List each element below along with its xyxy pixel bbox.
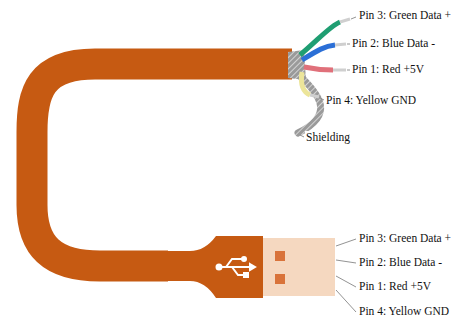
leader-line — [336, 290, 356, 312]
wire-tip — [333, 69, 346, 72]
pin-label: Pin 1: Red +5V — [358, 280, 432, 293]
plug-shell — [263, 238, 335, 296]
shell-window — [275, 251, 285, 261]
pin-label: Pin 4: Yellow GND — [358, 305, 450, 318]
pin-label: Pin 3: Green Data + — [358, 9, 452, 22]
pin-label: Pin 3: Green Data + — [358, 232, 452, 245]
leader-line — [336, 239, 356, 246]
leader-line — [336, 260, 356, 263]
shell-window — [275, 274, 285, 284]
leader-line — [347, 44, 350, 45]
shielding-label: Shielding — [305, 131, 351, 144]
pin-label: Pin 4: Yellow GND — [325, 94, 417, 107]
leader-line — [347, 70, 350, 71]
pin-label: Pin 2: Blue Data - — [351, 37, 436, 50]
wire-tip — [340, 19, 350, 22]
red-wire — [304, 67, 333, 70]
wire-tip — [310, 95, 319, 97]
leader-line — [336, 276, 356, 287]
usb-symbol — [217, 257, 256, 277]
leader-line — [320, 98, 324, 100]
pin-label: Pin 1: Red +5V — [351, 63, 425, 76]
plug-boot — [160, 236, 263, 298]
leader-lines — [336, 239, 356, 312]
leader-line — [300, 135, 304, 137]
leader-lines — [300, 17, 356, 137]
pin-label: Pin 2: Blue Data - — [358, 256, 443, 269]
leader-line — [351, 17, 356, 19]
yellow-wire — [301, 72, 310, 95]
blue-wire — [302, 45, 335, 60]
cable-jacket — [32, 64, 292, 266]
wire-tip — [335, 44, 346, 45]
